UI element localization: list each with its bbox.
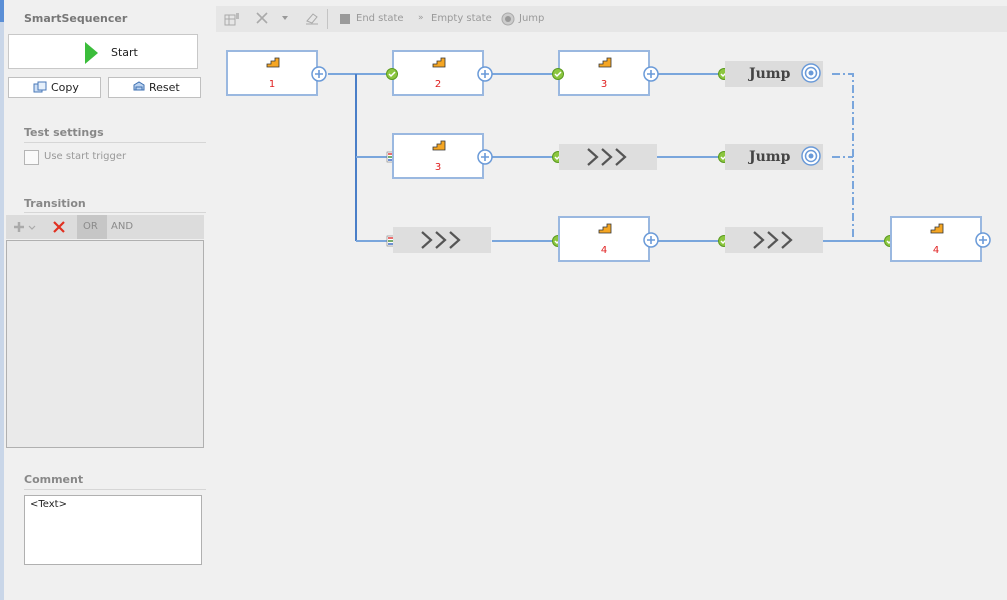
sequence-state[interactable]: 1 xyxy=(226,50,318,96)
or-button-label: OR xyxy=(83,221,98,232)
and-button[interactable]: AND xyxy=(111,221,134,232)
comment-text: <Text> xyxy=(30,499,67,510)
reset-button[interactable]: Reset xyxy=(108,77,201,98)
state-number: 4 xyxy=(600,245,608,256)
empty-state-arrows-icon xyxy=(753,231,793,249)
empty-state[interactable] xyxy=(559,144,657,170)
divider xyxy=(24,142,206,143)
or-button[interactable]: OR xyxy=(77,215,107,239)
check-icon xyxy=(552,68,564,80)
stair-step-icon xyxy=(598,57,612,68)
comment-textarea[interactable]: <Text> xyxy=(24,495,202,565)
add-step-icon[interactable] xyxy=(975,232,991,248)
empty-state-icon: » xyxy=(418,13,424,23)
sidebar-title: SmartSequencer xyxy=(24,12,128,25)
add-step-icon[interactable] xyxy=(643,232,659,248)
check-icon xyxy=(386,68,398,80)
sidebar: SmartSequencer Start Copy Reset Test set… xyxy=(4,0,210,600)
sequence-state[interactable]: 4 xyxy=(558,216,650,262)
toolbar-separator xyxy=(327,9,328,29)
stair-step-icon xyxy=(432,140,446,151)
sequence-state[interactable]: 3 xyxy=(392,133,484,179)
empty-state[interactable] xyxy=(393,227,491,253)
target-icon xyxy=(801,63,821,83)
eraser-icon[interactable] xyxy=(304,11,320,25)
state-number: 3 xyxy=(600,79,608,90)
state-number: 1 xyxy=(268,79,276,90)
state-table-icon[interactable] xyxy=(224,12,240,26)
end-state-icon xyxy=(340,14,350,24)
window-edge xyxy=(0,0,4,600)
copy-icon xyxy=(33,81,47,93)
play-icon xyxy=(85,42,98,64)
add-transition-icon[interactable] xyxy=(14,221,36,233)
reset-button-label: Reset xyxy=(149,81,180,94)
delete-icon[interactable] xyxy=(52,220,66,234)
jump-label: Jump xyxy=(749,66,791,82)
sequence-state[interactable]: 2 xyxy=(392,50,484,96)
empty-state-arrows-icon xyxy=(587,148,627,166)
state-number: 4 xyxy=(932,245,940,256)
stair-step-icon xyxy=(266,57,280,68)
connector-lines xyxy=(328,73,888,242)
close-icon[interactable] xyxy=(256,12,268,24)
add-step-icon[interactable] xyxy=(311,66,327,82)
stair-step-icon xyxy=(598,223,612,234)
jump-icon xyxy=(501,12,515,26)
state-number: 2 xyxy=(434,79,442,90)
divider xyxy=(24,489,206,490)
stair-step-icon xyxy=(930,223,944,234)
jump-state[interactable]: Jump xyxy=(725,61,823,87)
diagram-toolbar: End state » Empty state Jump xyxy=(216,6,1007,32)
jump-label: Jump xyxy=(749,149,791,165)
start-button[interactable]: Start xyxy=(8,34,198,69)
reset-icon xyxy=(133,81,145,91)
add-step-icon[interactable] xyxy=(477,149,493,165)
diagram-canvas[interactable]: 1 2 3 Jump 3 Jump 4 xyxy=(216,32,1007,600)
test-settings-title: Test settings xyxy=(24,126,104,139)
divider xyxy=(24,212,206,213)
chevron-down-icon[interactable] xyxy=(282,16,288,20)
state-number: 3 xyxy=(434,162,442,173)
window-edge-marker xyxy=(0,0,4,22)
jump-button[interactable]: Jump xyxy=(519,13,545,24)
copy-button-label: Copy xyxy=(51,81,79,94)
start-button-label: Start xyxy=(111,46,138,59)
add-step-icon[interactable] xyxy=(643,66,659,82)
transition-list[interactable] xyxy=(6,240,204,448)
use-start-trigger-checkbox[interactable] xyxy=(24,150,39,165)
empty-state[interactable] xyxy=(725,227,823,253)
jump-state[interactable]: Jump xyxy=(725,144,823,170)
add-step-icon[interactable] xyxy=(477,66,493,82)
sequence-state[interactable]: 4 xyxy=(890,216,982,262)
stair-step-icon xyxy=(432,57,446,68)
copy-button[interactable]: Copy xyxy=(8,77,101,98)
target-icon xyxy=(801,146,821,166)
use-start-trigger-label: Use start trigger xyxy=(44,151,127,162)
comment-title: Comment xyxy=(24,473,84,486)
transition-title: Transition xyxy=(24,197,86,210)
empty-state-button[interactable]: Empty state xyxy=(431,13,492,24)
transition-toolbar: OR AND xyxy=(6,215,204,239)
empty-state-arrows-icon xyxy=(421,231,461,249)
sequence-state[interactable]: 3 xyxy=(558,50,650,96)
end-state-button[interactable]: End state xyxy=(356,13,404,24)
